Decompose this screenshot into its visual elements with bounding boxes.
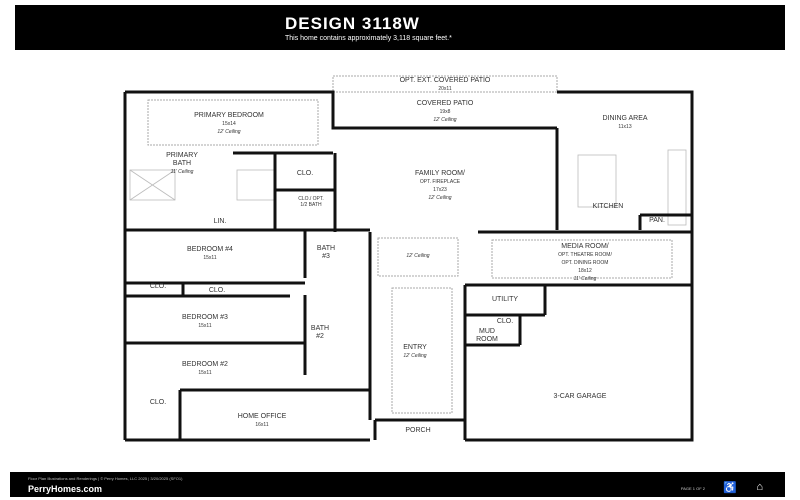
room-pantry: PAN. bbox=[649, 217, 665, 224]
room-primary-bedroom: PRIMARY BEDROOM 15x14 12' Ceiling bbox=[194, 112, 264, 136]
room-ceiling: 12' Ceiling bbox=[428, 195, 452, 201]
header-bar: DESIGN 3118W This home contains approxim… bbox=[15, 5, 785, 50]
room-bath-3: BATH #3 bbox=[316, 245, 336, 260]
room-dim: 15x14 bbox=[222, 121, 236, 127]
square-feet-note: This home contains approximately 3,118 s… bbox=[285, 35, 452, 42]
room-dining-area: DINING AREA 11x13 bbox=[602, 115, 647, 131]
room-family-room: FAMILY ROOM/OPT. FIREPLACE 17x23 12' Ceili… bbox=[415, 170, 465, 202]
room-subname: OPT. THEATRE ROOM/ bbox=[558, 252, 612, 258]
room-name: BEDROOM #2 bbox=[182, 361, 228, 368]
room-closet: CLO. bbox=[296, 170, 314, 177]
room-name: COVERED PATIO bbox=[416, 100, 474, 107]
room-name: FAMILY ROOM/ bbox=[415, 170, 465, 177]
room-dim: 15x11 bbox=[198, 370, 212, 376]
room-dim: 16x11 bbox=[255, 422, 269, 428]
room-ceiling: 12' Ceiling bbox=[433, 117, 457, 123]
tray-ceiling bbox=[147, 99, 319, 146]
room-name: MEDIA ROOM/ bbox=[561, 243, 609, 250]
room-dim: 19x8 bbox=[439, 109, 451, 115]
room-bedroom-2: BEDROOM #2 15x11 bbox=[182, 361, 228, 377]
room-dim: 15x11 bbox=[198, 323, 212, 329]
footer-legal: Floor Plan Illustrations and Renderings … bbox=[28, 476, 183, 481]
room-bedroom-4: BEDROOM #4 15x11 bbox=[187, 246, 233, 262]
room-bath-2: BATH #2 bbox=[310, 325, 330, 340]
room-ceiling: 11' Ceiling bbox=[170, 169, 194, 175]
room-name: ENTRY bbox=[403, 344, 427, 351]
page-indicator: PAGE 1 OF 2 bbox=[680, 486, 705, 491]
brand-link[interactable]: PerryHomes.com bbox=[28, 484, 103, 494]
room-dim: 11x13 bbox=[618, 124, 632, 130]
room-entry: ENTRY 12' Ceiling bbox=[403, 344, 427, 360]
room-covered-patio: COVERED PATIO 19x8 12' Ceiling bbox=[417, 100, 474, 124]
room-dim: 17x23 bbox=[433, 187, 447, 193]
kitchen-island bbox=[577, 154, 617, 208]
walls bbox=[123, 90, 694, 442]
room-dim: 18x12 bbox=[578, 268, 592, 274]
room-dim: 15x11 bbox=[203, 255, 217, 261]
kitchen-counter bbox=[667, 149, 687, 226]
tub bbox=[236, 169, 276, 201]
room-opt-ext-covered-patio: OPT. EXT. COVERED PATIO 20x11 bbox=[400, 77, 491, 93]
room-ceiling: 12' Ceiling bbox=[406, 253, 430, 259]
room-home-office: HOME OFFICE 16x11 bbox=[238, 413, 287, 429]
room-dim: 20x11 bbox=[438, 86, 452, 92]
room-closet: CLO. bbox=[149, 399, 167, 406]
room-subname: OPT. DINING ROOM bbox=[561, 260, 609, 266]
room-porch: PORCH bbox=[405, 427, 431, 434]
room-name: OPT. EXT. COVERED PATIO bbox=[399, 77, 491, 84]
room-closet-half-bath: CLO./ OPT. 1/2 BATH bbox=[298, 196, 324, 208]
room-name: HOME OFFICE bbox=[237, 413, 287, 420]
room-closet: CLO. bbox=[496, 318, 514, 325]
room-name: DINING AREA bbox=[602, 115, 648, 122]
media-ceiling bbox=[491, 239, 673, 279]
room-ceiling: 11' Ceiling bbox=[573, 276, 597, 282]
footer-bar: Floor Plan Illustrations and Renderings … bbox=[10, 472, 785, 497]
room-kitchen: KITCHEN bbox=[592, 203, 624, 210]
design-title: DESIGN 3118W bbox=[285, 14, 420, 33]
entry-ceiling bbox=[391, 287, 453, 414]
room-subname: OPT. FIREPLACE bbox=[419, 179, 461, 185]
room-utility: UTILITY bbox=[491, 296, 519, 303]
room-ceiling: 12' Ceiling bbox=[403, 353, 427, 359]
room-bedroom-3: BEDROOM #3 15x11 bbox=[182, 314, 228, 330]
room-ceiling: 12' Ceiling bbox=[217, 129, 241, 135]
room-name: PRIMARY BATH bbox=[166, 152, 198, 167]
room-mud-room: MUD ROOM bbox=[476, 328, 498, 343]
room-closet: CLO. bbox=[208, 287, 226, 294]
room-closet: CLO. bbox=[149, 283, 167, 290]
room-foyer: 12' Ceiling bbox=[406, 252, 429, 260]
room-media-room: MEDIA ROOM/OPT. THEATRE ROOM/OPT. DINING… bbox=[558, 243, 612, 283]
room-name: BEDROOM #4 bbox=[187, 246, 233, 253]
foyer-ceiling bbox=[377, 237, 459, 277]
room-name: BEDROOM #3 bbox=[182, 314, 228, 321]
accessibility-icon: ♿ bbox=[723, 482, 737, 494]
room-primary-bath: PRIMARY BATH 11' Ceiling bbox=[157, 152, 207, 176]
room-linen: LIN. bbox=[213, 218, 227, 225]
opt-patio-outline bbox=[332, 75, 558, 93]
equal-housing-icon: ⌂ bbox=[756, 481, 763, 493]
room-garage: 3-CAR GARAGE bbox=[553, 393, 607, 400]
shower bbox=[129, 169, 176, 201]
room-name: PRIMARY BEDROOM bbox=[194, 112, 264, 119]
